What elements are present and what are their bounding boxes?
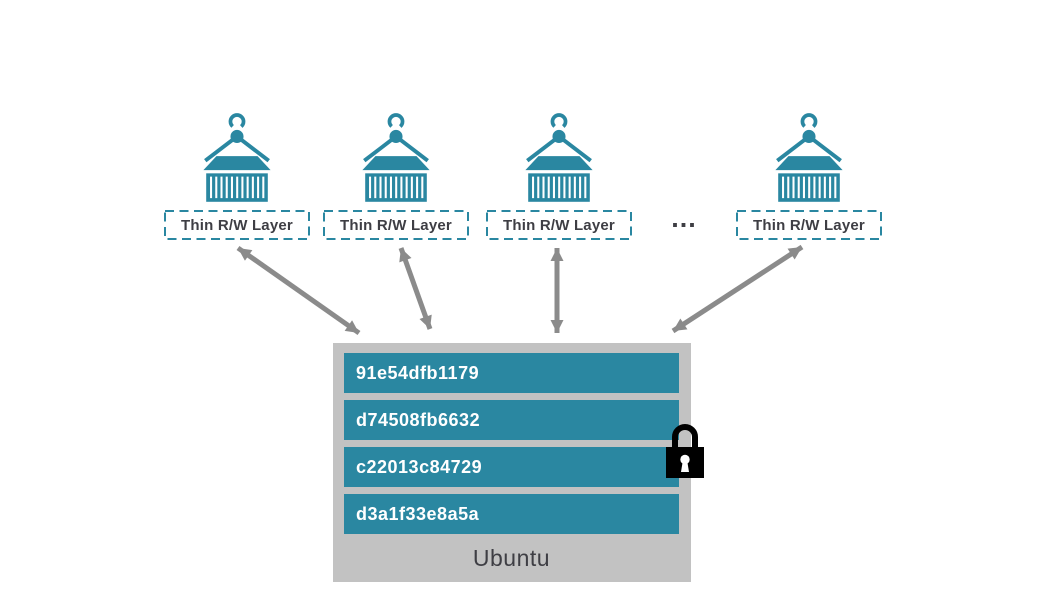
thin-rw-layer-label-box: Thin R/W Layer: [486, 210, 632, 240]
container-unit: Thin R/W Layer: [323, 112, 469, 240]
layer-id: 91e54dfb1179: [356, 362, 480, 383]
container-crane-icon: [525, 113, 593, 202]
ellipsis: ...: [671, 203, 697, 233]
container-crane-icon: [775, 113, 843, 202]
thin-rw-layer-label-box: Thin R/W Layer: [323, 210, 469, 240]
container-crane-icon: [362, 113, 430, 202]
thin-rw-layer-label: Thin R/W Layer: [503, 216, 615, 234]
padlock-icon: [666, 424, 704, 478]
image-layer-row: d3a1f33e8a5a: [344, 494, 679, 534]
double-headed-arrow: [671, 244, 804, 334]
image-layer-row: c22013c84729: [344, 447, 679, 487]
container-crane-icon: [203, 113, 271, 202]
layer-id: c22013c84729: [356, 456, 483, 477]
container-unit: Thin R/W Layer: [736, 112, 882, 240]
thin-rw-layer-label: Thin R/W Layer: [181, 216, 293, 234]
double-headed-arrow: [236, 245, 361, 336]
thin-rw-layer-label-box: Thin R/W Layer: [736, 210, 882, 240]
container-unit: Thin R/W Layer: [164, 112, 310, 240]
double-headed-arrow: [398, 247, 433, 330]
os-name-label: Ubuntu: [472, 545, 551, 571]
thin-rw-layer-label-box: Thin R/W Layer: [164, 210, 310, 240]
thin-rw-layer-label: Thin R/W Layer: [753, 216, 865, 234]
image-layer-row: 91e54dfb1179: [344, 353, 679, 393]
image-layer-row: d74508fb6632: [344, 400, 679, 440]
container-unit: Thin R/W Layer: [486, 112, 632, 240]
layer-id: d3a1f33e8a5a: [356, 503, 480, 524]
image-stack: 91e54dfb1179 d74508fb6632 c22013c84729 d…: [333, 343, 691, 582]
thin-rw-layer-label: Thin R/W Layer: [340, 216, 452, 234]
layer-id: d74508fb6632: [356, 409, 481, 430]
